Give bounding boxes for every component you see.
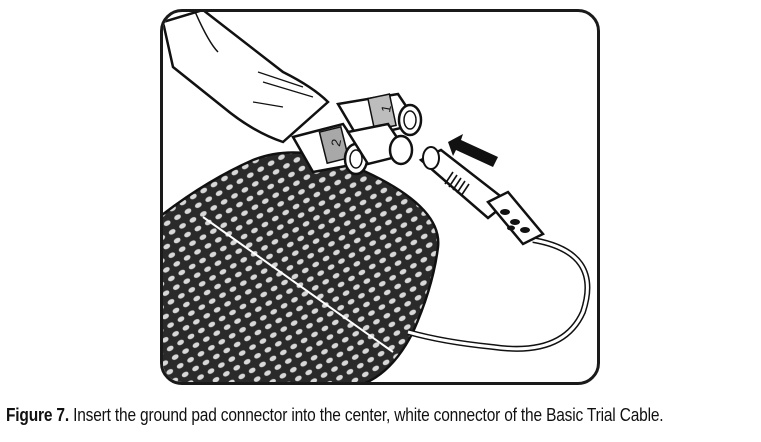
electrode-pad	[163, 151, 440, 382]
connector-1-label: 1	[378, 104, 394, 114]
connector-1: 1	[336, 92, 423, 140]
insertion-arrow-icon	[448, 134, 498, 167]
figure-caption: Figure 7. Insert the ground pad connecto…	[6, 405, 664, 426]
figure-caption-text: Insert the ground pad connector into the…	[68, 405, 664, 425]
ground-pad-connector	[418, 146, 545, 246]
figure-illustration-frame: 1 2	[160, 9, 600, 385]
trial-cable-body	[163, 12, 330, 144]
center-white-connector	[345, 122, 414, 166]
figure-label: Figure 7.	[6, 405, 69, 425]
connector-2-label: 2	[328, 138, 344, 148]
cable-illustration: 1 2	[163, 12, 591, 382]
